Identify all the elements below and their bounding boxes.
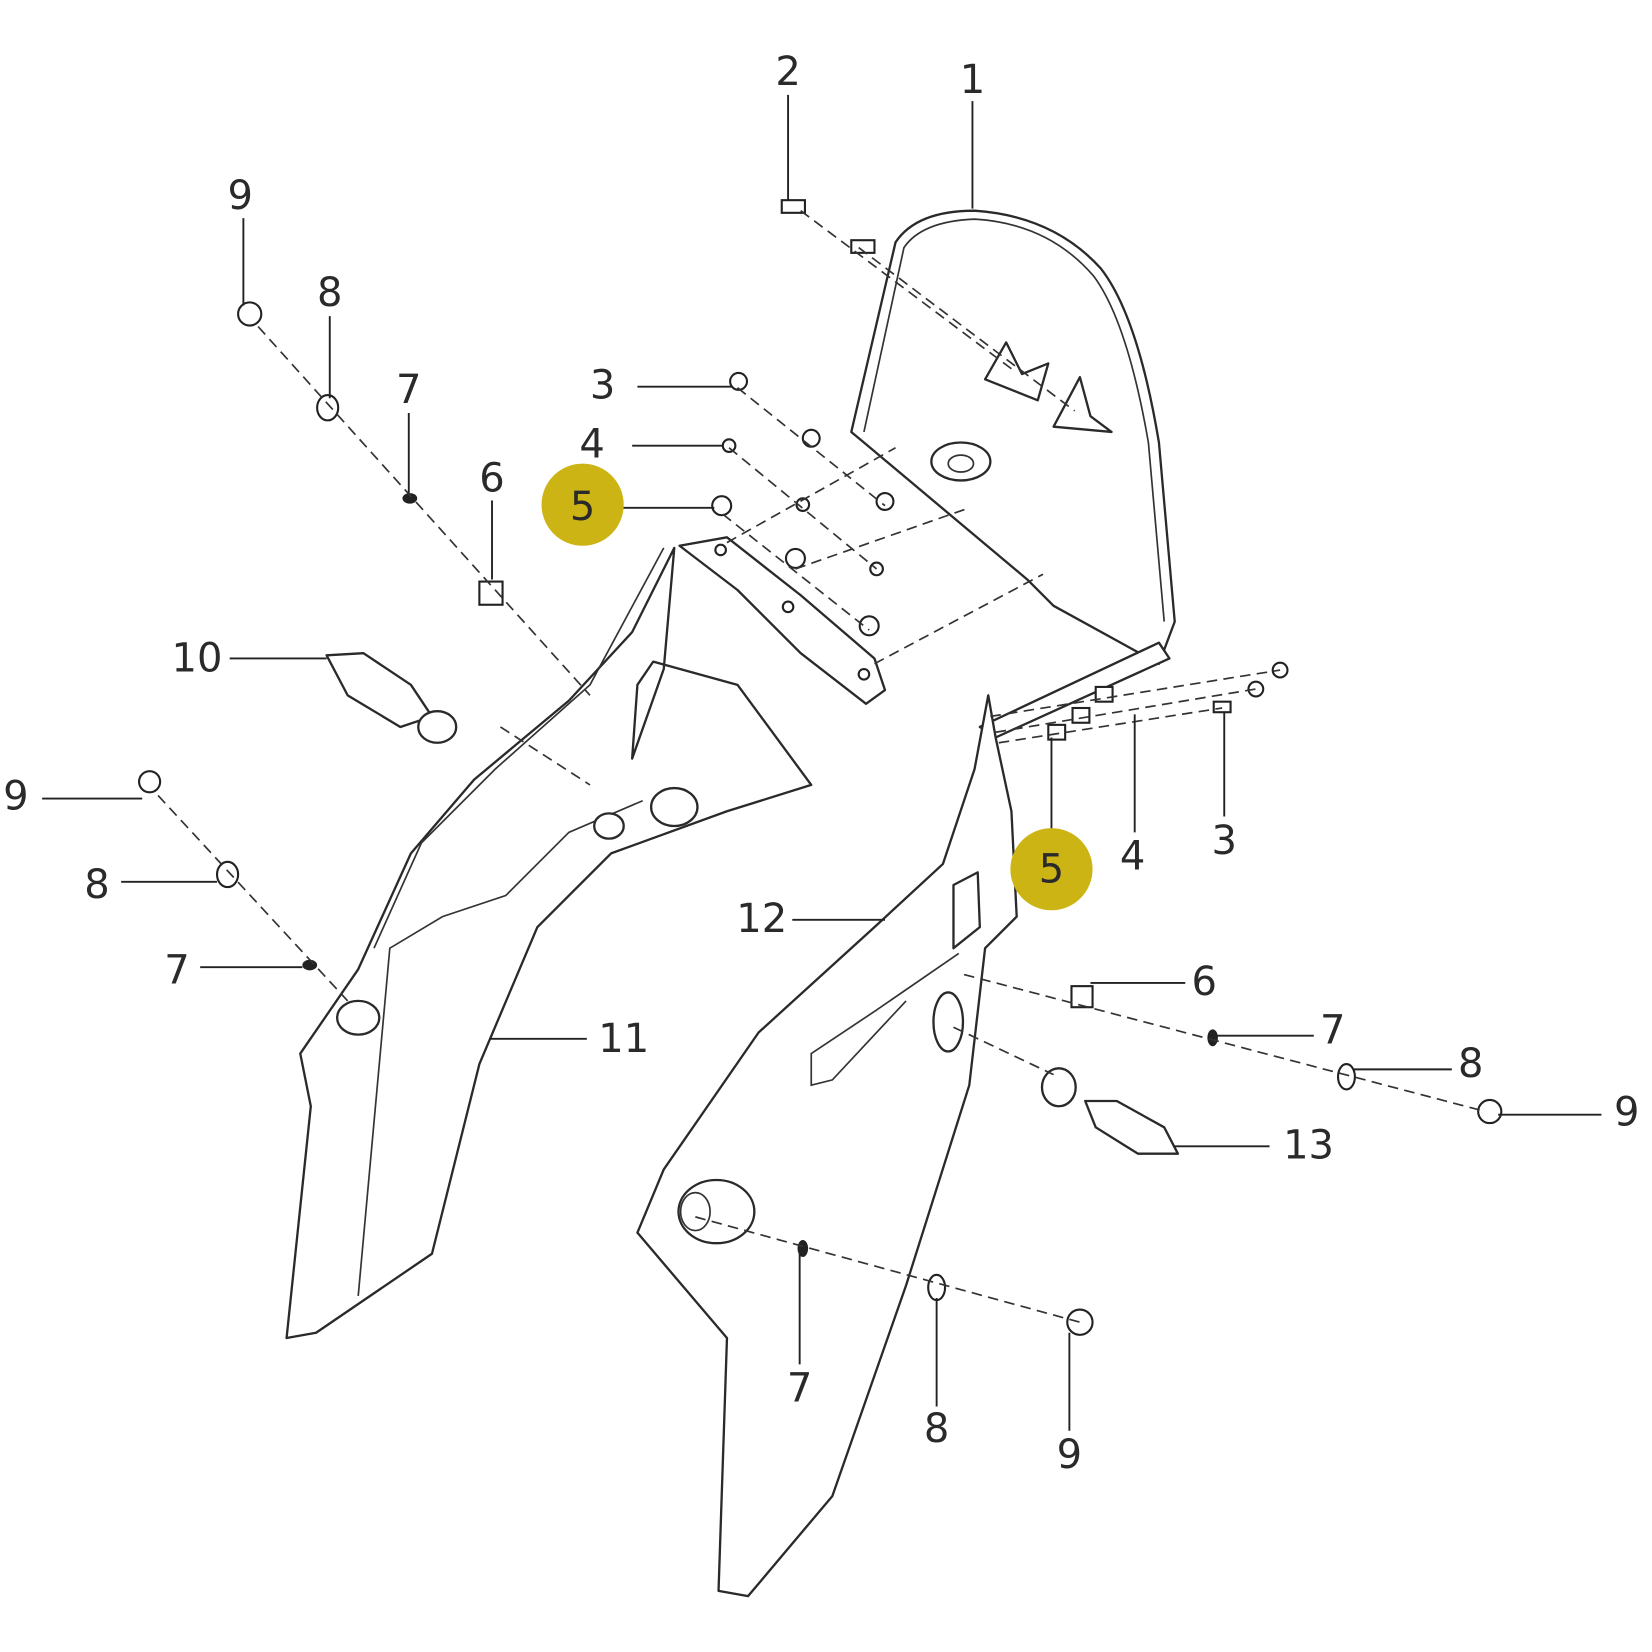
callout-9: 9 bbox=[3, 774, 28, 820]
callout-8: 8 bbox=[317, 270, 342, 316]
callout-5: 5 bbox=[1039, 846, 1064, 892]
callout-3: 3 bbox=[1212, 818, 1237, 864]
highlight-5-right bbox=[1010, 828, 1093, 911]
callout-3: 3 bbox=[590, 363, 615, 409]
callout-labels: 1 2 3 4 5 6 7 8 9 10 9 8 7 11 12 5 4 3 6… bbox=[3, 49, 1639, 1478]
callout-8: 8 bbox=[924, 1406, 949, 1452]
callout-12: 12 bbox=[736, 896, 787, 942]
callout-8: 8 bbox=[1458, 1041, 1483, 1087]
callout-6: 6 bbox=[1191, 959, 1216, 1005]
callout-9: 9 bbox=[1057, 1432, 1082, 1478]
highlight-5-left bbox=[541, 463, 624, 546]
fasteners bbox=[138, 199, 1503, 1336]
callout-10: 10 bbox=[172, 636, 223, 682]
callout-13: 13 bbox=[1283, 1122, 1334, 1168]
callout-1: 1 bbox=[960, 57, 985, 103]
callout-9: 9 bbox=[227, 173, 252, 219]
callout-7: 7 bbox=[1320, 1008, 1345, 1054]
right-fairing bbox=[636, 694, 1018, 1598]
left-fairing bbox=[285, 546, 813, 1340]
callout-5: 5 bbox=[570, 484, 595, 530]
callout-8: 8 bbox=[84, 862, 109, 908]
callout-4: 4 bbox=[1120, 834, 1145, 880]
callout-9: 9 bbox=[1614, 1090, 1639, 1136]
callout-7: 7 bbox=[787, 1366, 812, 1412]
callout-7: 7 bbox=[164, 947, 189, 993]
callout-7: 7 bbox=[396, 367, 421, 413]
leader-lines bbox=[42, 94, 1602, 1431]
callout-4: 4 bbox=[579, 422, 604, 468]
callout-6: 6 bbox=[479, 455, 504, 501]
windscreen bbox=[850, 209, 1176, 739]
bracket bbox=[678, 536, 887, 705]
assembly-lines bbox=[157, 210, 1486, 1324]
callout-11: 11 bbox=[598, 1016, 649, 1062]
callout-2: 2 bbox=[775, 49, 800, 95]
turn-signal-right bbox=[1040, 1067, 1180, 1155]
turn-signal-left bbox=[325, 652, 458, 744]
